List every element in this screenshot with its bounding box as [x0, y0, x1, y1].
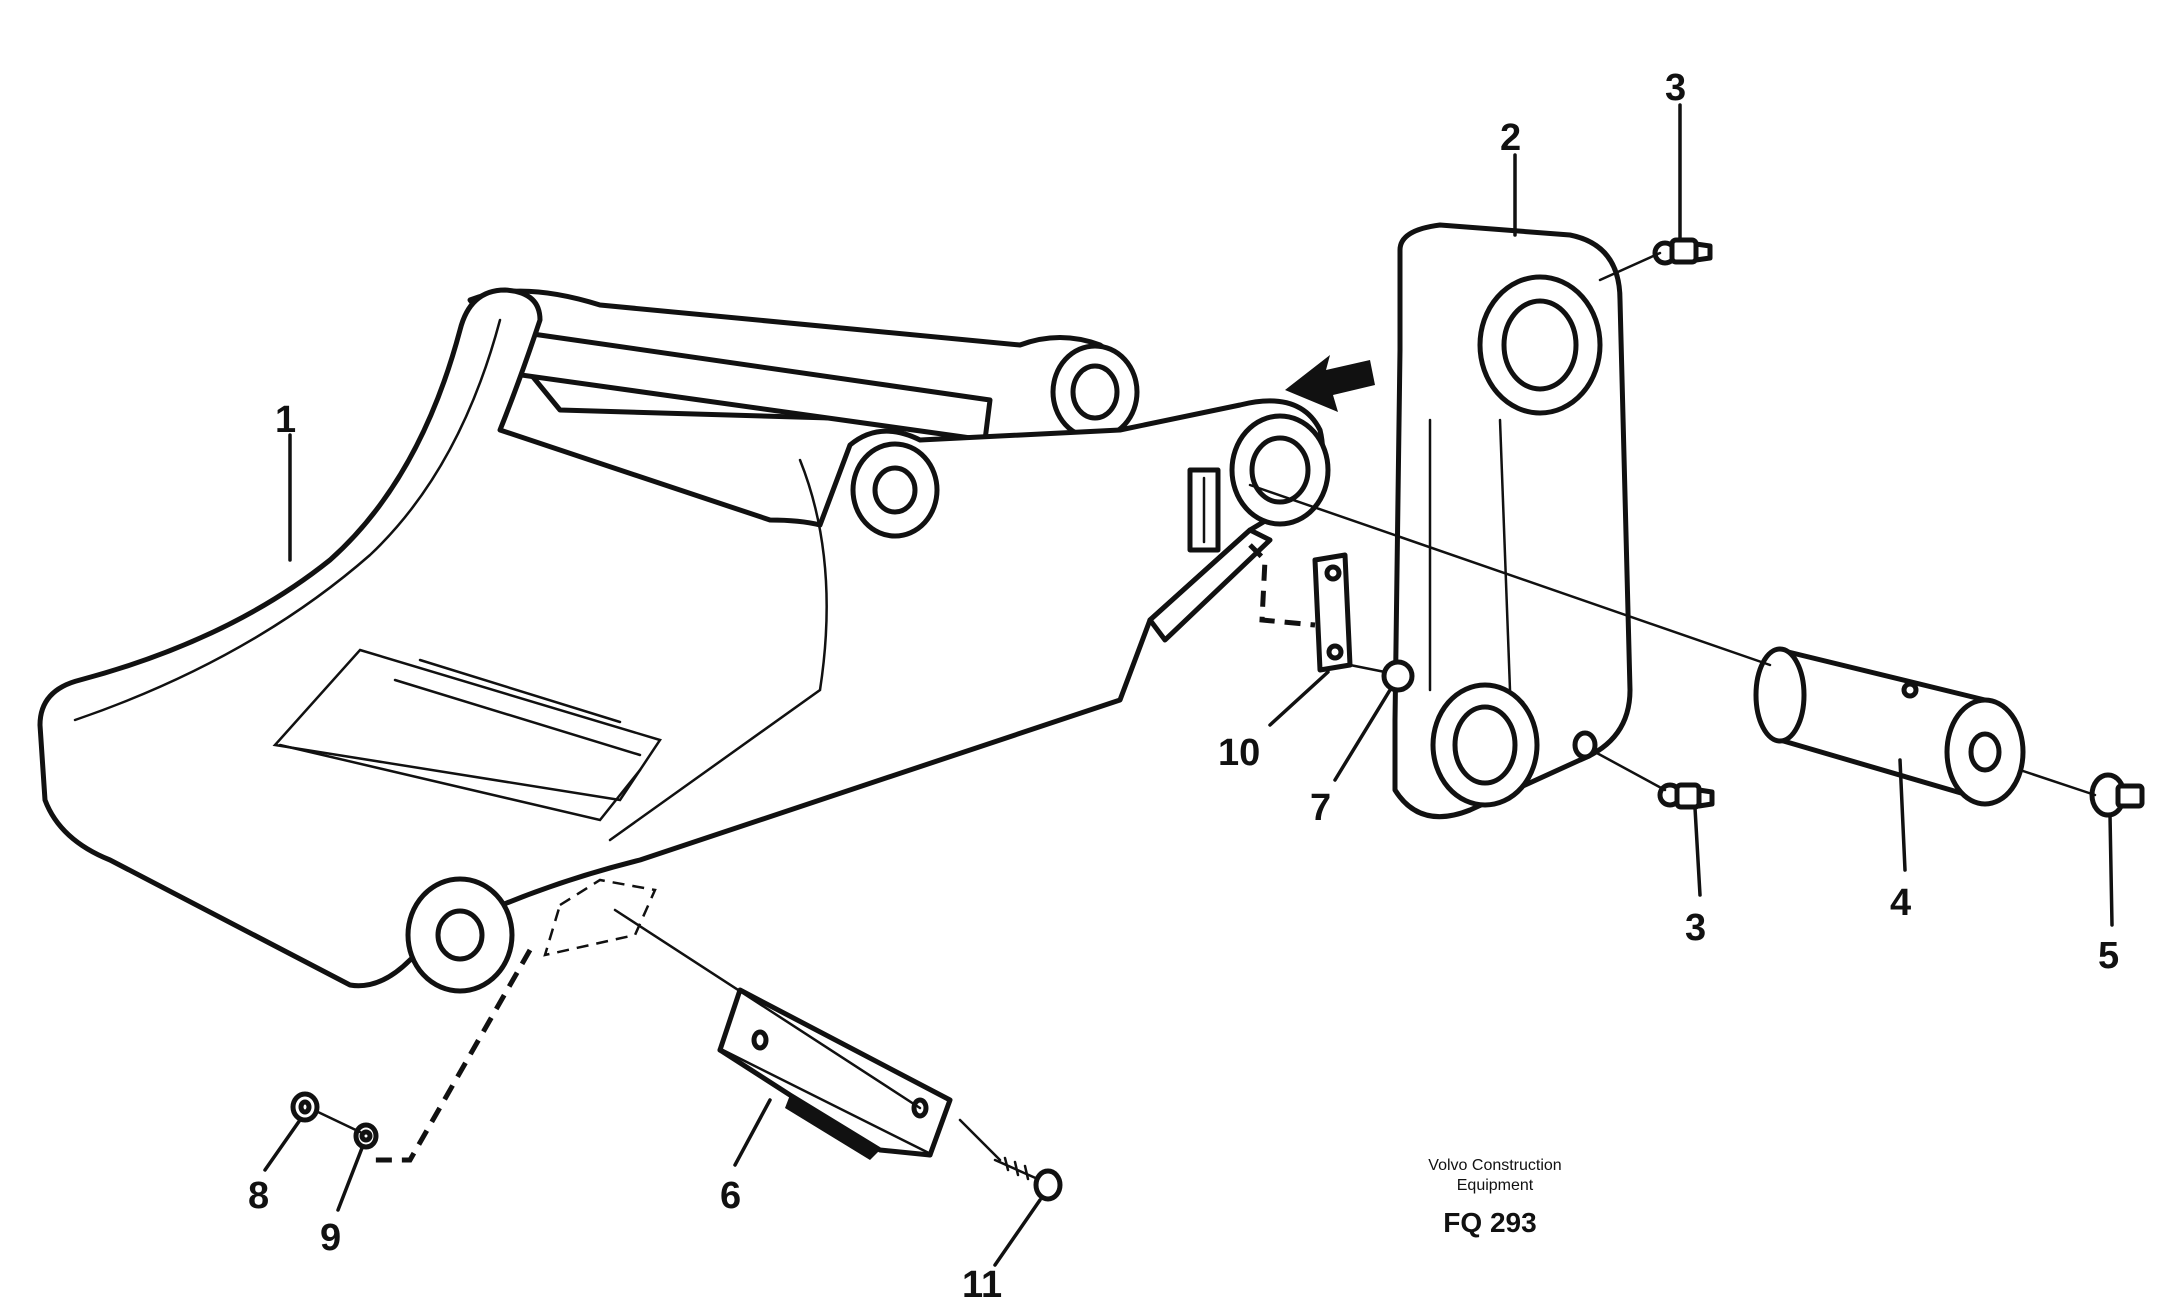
figure-code: FQ 293: [1443, 1207, 1536, 1238]
part-6-wear-plate: [717, 987, 953, 1160]
part-11-screw: [993, 1156, 1063, 1202]
callout-5: 5: [2098, 935, 2119, 977]
callout-2: 2: [1500, 117, 1521, 159]
part-8-nut: [290, 1091, 320, 1123]
part-1-frame: [37, 287, 1331, 994]
part-3-lube-nipple-upper: [1652, 237, 1713, 266]
part-2-link-arm: [1392, 222, 1633, 820]
callout-11: 11: [962, 1264, 1002, 1300]
callout-3-lower: 3: [1685, 907, 1706, 949]
callout-6: 6: [720, 1175, 741, 1217]
part-4-pin: [1753, 646, 2026, 807]
callout-9: 9: [320, 1217, 341, 1259]
figure-ident: Volvo Construction Equipment FQ 293: [1428, 1157, 1561, 1238]
part-7-bolt: [1348, 659, 1415, 693]
direction-arrow: [1285, 355, 1375, 412]
callout-10: 10: [1218, 732, 1260, 774]
company-name-line2: Equipment: [1457, 1177, 1534, 1194]
part-10-lock-plate: [1312, 552, 1353, 673]
part-5-plug: [2089, 772, 2145, 818]
part-9-washer: [353, 1122, 379, 1150]
callout-4: 4: [1890, 882, 1911, 924]
callout-8: 8: [248, 1175, 269, 1217]
callout-1: 1: [275, 399, 296, 441]
callout-leaders: [263, 103, 2114, 1267]
callout-labels: 1 2 3 3 4 5 6 7 8 9 10 11: [248, 67, 2119, 1300]
callout-3-upper: 3: [1665, 67, 1686, 109]
part-3-lube-nipple-lower: [1657, 782, 1715, 810]
company-name-line1: Volvo Construction: [1428, 1157, 1561, 1174]
assembly-lines: [316, 251, 2097, 1163]
callout-7: 7: [1310, 787, 1331, 829]
